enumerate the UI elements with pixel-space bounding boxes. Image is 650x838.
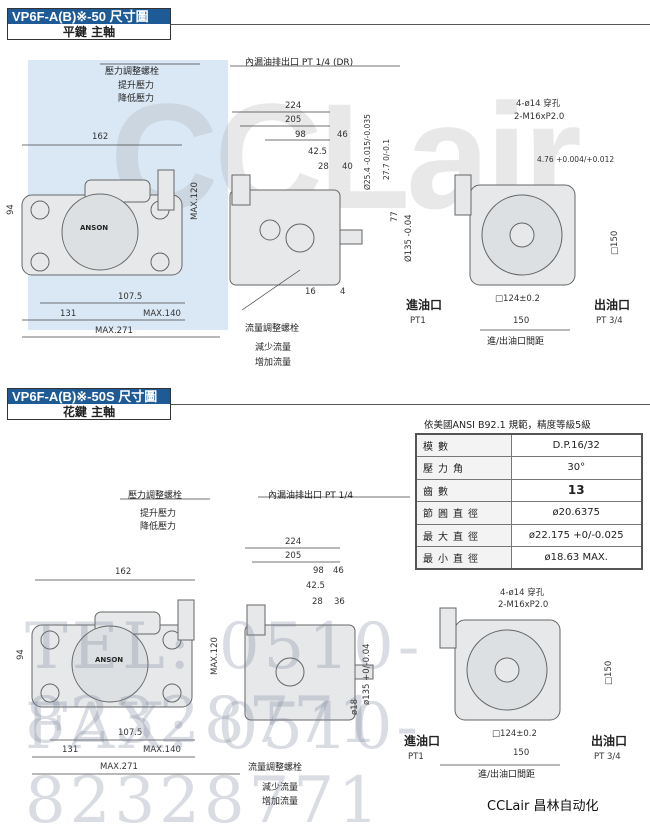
inlet-size: PT1 [410, 316, 426, 326]
inlet-label: 進油口 [404, 734, 441, 748]
port-distance-label: 進/出油口間距 [487, 337, 545, 347]
dim-28: 28 [318, 162, 329, 172]
dim-46: 46 [333, 566, 344, 576]
watermark-tel: TEL: 0510-82328771 [25, 610, 424, 758]
section1-header: VP6F-A(B)※-50 尺寸圖 平鍵 主軸 [7, 8, 171, 40]
spec-key: 壓力角 [415, 456, 512, 480]
outlet-label: 出油口 [594, 298, 631, 312]
dim-224: 224 [285, 537, 302, 547]
dim-42-5: 42.5 [306, 581, 325, 591]
dim-sq124: □124±0.2 [495, 294, 540, 304]
spec-value: ø20.6375 [510, 501, 643, 525]
drain-port-label: 內漏油排出口 PT 1/4 (DR) [245, 58, 354, 68]
dim-107-5: 107.5 [118, 292, 143, 302]
dim-150: 150 [513, 748, 530, 758]
dim-205: 205 [285, 551, 302, 561]
spec-key: 齒數 [415, 478, 512, 502]
dim-max140: MAX.140 [143, 309, 181, 319]
flow-screw-label: 流量調整螺栓 [248, 763, 303, 773]
dim-42-5: 42.5 [308, 147, 327, 157]
dim-150: 150 [513, 316, 530, 326]
footer-brand: CCLair 昌林自动化 [487, 799, 599, 814]
brand-plate: ANSON [80, 224, 109, 232]
divider [171, 24, 650, 25]
section1-subtitle: 平鍵 主軸 [62, 25, 116, 39]
dim-94: 94 [6, 204, 16, 215]
spec-key: 最小直徑 [415, 546, 512, 570]
spec-value: D.P.16/32 [510, 433, 643, 457]
spec-value: ø18.63 MAX. [510, 546, 643, 570]
port-distance-label: 進/出油口間距 [478, 770, 536, 780]
reduce-flow-label: 減少流量 [262, 783, 299, 793]
increase-flow-label: 增加流量 [255, 358, 292, 368]
key-width-label: 4.76 +0.004/+0.012 [537, 155, 615, 164]
spec-key: 最大直徑 [415, 523, 512, 547]
flow-screw-label: 流量調整螺栓 [245, 324, 300, 334]
brand-plate: ANSON [95, 656, 124, 664]
spec-value: ø22.175 +0/-0.025 [510, 523, 643, 547]
pressure-screw-label: 壓力調整螺栓 [128, 491, 183, 501]
outlet-label: 出油口 [591, 734, 628, 748]
spec-key: 節圓直徑 [415, 501, 512, 525]
dim-205: 205 [285, 115, 302, 125]
dim-max120: MAX.120 [190, 182, 200, 220]
dim-46: 46 [337, 130, 348, 140]
dim-4: 4 [340, 287, 346, 297]
dim-107-5: 107.5 [118, 728, 143, 738]
inlet-label: 進油口 [406, 298, 443, 312]
section2-subtitle: 花鍵 主軸 [62, 405, 116, 419]
spec-value: 30° [510, 456, 643, 480]
outlet-size: PT 3/4 [594, 752, 621, 762]
section2-header: VP6F-A(B)※-50S 尺寸圖 花鍵 主軸 [7, 388, 171, 420]
dim-25-4: Ø25.4 -0.015/-0.035 [363, 114, 372, 190]
dim-sq150: □150 [610, 230, 620, 255]
increase-flow-label: 增加流量 [262, 797, 299, 807]
dim-max271: MAX.271 [100, 762, 138, 772]
watermark-fax: FAX: 0510-82328771 [25, 690, 423, 838]
thread-label: 2-M16xP2.0 [514, 112, 565, 122]
lower-pressure-label: 降低壓力 [140, 522, 177, 532]
dim-135: Ø135 -0.04 [404, 214, 414, 262]
divider [171, 404, 650, 405]
raise-pressure-label: 提升壓力 [118, 81, 155, 91]
dim-224: 224 [285, 101, 302, 111]
reduce-flow-label: 減少流量 [255, 343, 292, 353]
dim-131: 131 [62, 745, 79, 755]
holes-label: 4-ø14 穿孔 [500, 588, 545, 598]
dim-98: 98 [295, 130, 306, 140]
dim-40: 40 [342, 162, 353, 172]
holes-label: 4-ø14 穿孔 [516, 99, 561, 109]
raise-pressure-label: 提升壓力 [140, 509, 177, 519]
dim-98: 98 [313, 566, 324, 576]
outlet-size: PT 3/4 [596, 316, 623, 326]
dim-sq124: □124±0.2 [492, 729, 537, 739]
dim-max140: MAX.140 [143, 745, 181, 755]
spec-key: 模數 [415, 433, 512, 457]
section1-title: VP6F-A(B)※-50 尺寸圖 [8, 9, 170, 24]
dim-28: 28 [312, 597, 323, 607]
inlet-size: PT1 [408, 752, 424, 762]
dim-162: 162 [115, 567, 132, 577]
lower-pressure-label: 降低壓力 [118, 94, 155, 104]
dim-131: 131 [60, 309, 77, 319]
pressure-screw-label: 壓力調整螺栓 [105, 67, 160, 77]
drain-port-label: 內漏油排出口 PT 1/4 [268, 491, 354, 501]
thread-label: 2-M16xP2.0 [498, 600, 549, 610]
dim-162: 162 [92, 132, 109, 142]
spline-note: 依美國ANSI B92.1 規範，精度等級5級 [424, 420, 591, 431]
spec-value: 13 [510, 478, 643, 502]
dim-max271: MAX.271 [95, 326, 133, 336]
dim-36: 36 [334, 597, 345, 607]
dim-16: 16 [305, 287, 316, 297]
dim-27-7: 27.7 0/-0.1 [382, 138, 391, 180]
section2-title: VP6F-A(B)※-50S 尺寸圖 [8, 389, 170, 404]
dim-77: 77 [390, 211, 400, 222]
